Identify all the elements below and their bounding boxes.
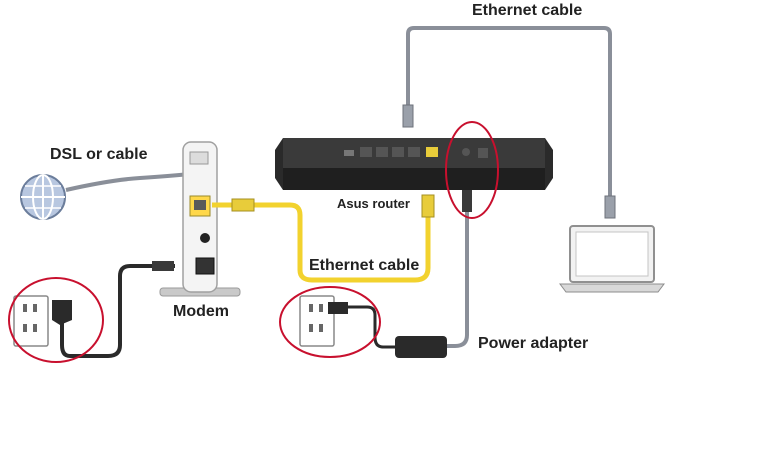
ethernet-plug-modem [231,198,255,212]
highlight-circle-adapter-outlet [279,286,381,358]
wall-outlet-icon [13,295,72,347]
ethernet-cable-top-label: Ethernet cable [472,2,583,19]
highlight-circle-router-power [445,121,499,219]
ethernet-plug-router [421,194,435,218]
modem-icon [159,141,241,297]
router-label: Asus router [337,196,410,211]
modem-label: Modem [173,303,229,320]
router-power-cable [446,195,469,348]
adapter-to-outlet-cable [345,305,395,349]
modem-power-cable [60,264,175,358]
highlight-circle-modem-outlet [8,277,104,363]
power-adapter-label: Power adapter [478,335,589,352]
ethernet-cable-yellow [212,202,431,283]
power-adapter-icon [395,336,447,358]
dsl-cable [65,170,206,192]
modem-power-plug [152,261,174,271]
laptop-icon [559,225,665,293]
router-icon [275,138,553,190]
ethernet-cable-top [406,26,612,200]
globe-icon [20,174,66,220]
ethernet-plug-top-router [402,104,414,128]
dsl-or-cable-label: DSL or cable [50,146,148,163]
router-power-plug [462,190,472,212]
ethernet-plug-top-laptop [604,195,616,219]
ethernet-cable-mid-label: Ethernet cable [309,257,420,274]
wall-outlet-icon [299,295,348,347]
